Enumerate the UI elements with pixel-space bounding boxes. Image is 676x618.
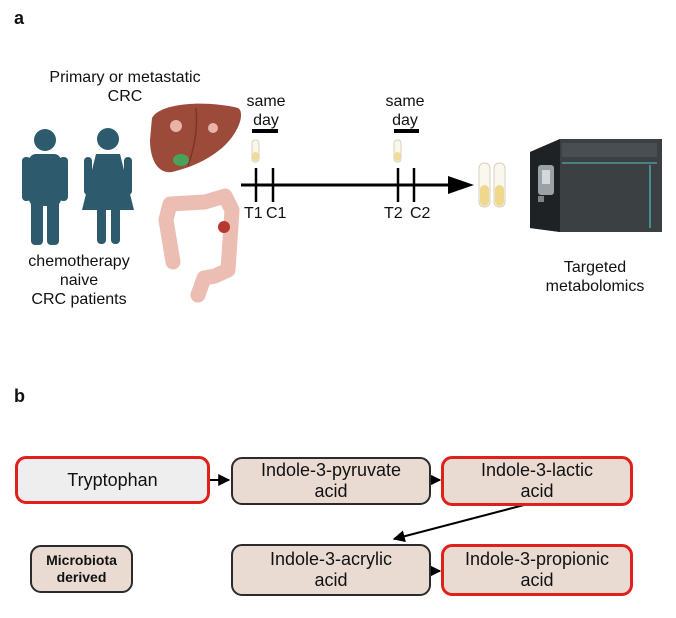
panel-a-label: a xyxy=(14,8,25,28)
node-indole-lactic-line2: acid xyxy=(520,481,554,501)
legend-line2: derived xyxy=(56,569,107,585)
mass-spectrometer-icon xyxy=(530,139,662,232)
same-day-1-line2: day xyxy=(253,112,279,129)
sample-tube-icon-2 xyxy=(393,139,402,163)
cohort-title-line1: Primary or metastatic xyxy=(49,69,201,86)
liver-icon xyxy=(150,103,242,173)
female-patient-icon xyxy=(82,128,134,244)
patients-line1: chemotherapy xyxy=(28,253,130,270)
node-indole-propionic-line2: acid xyxy=(520,570,554,590)
node-indole-lactic-line1: Indole-3-lactic xyxy=(480,460,594,480)
same-day-label-2: same day xyxy=(370,92,440,130)
patients-line2: naive xyxy=(59,272,99,289)
patients-line3: CRC patients xyxy=(31,291,127,308)
legend-microbiota-derived: Microbiota derived xyxy=(30,545,133,593)
timepoint-t1: T1 xyxy=(244,205,263,222)
cohort-title-line2: CRC xyxy=(107,88,143,105)
timepoint-c1: C1 xyxy=(266,205,287,222)
node-indole-lactic: Indole-3-lactic acid xyxy=(441,456,633,506)
node-tryptophan: Tryptophan xyxy=(15,456,210,504)
node-indole-pyruvate-line1: Indole-3-pyruvate xyxy=(260,460,402,480)
analysis-line1: Targeted xyxy=(563,259,627,276)
node-indole-acrylic-line2: acid xyxy=(314,570,348,590)
sample-tube-icon-1 xyxy=(251,139,260,163)
male-patient-icon xyxy=(22,129,68,245)
analysis-line2: metabolomics xyxy=(545,278,645,295)
analysis-caption: Targeted metabolomics xyxy=(520,258,670,296)
node-indole-propionic-line1: Indole-3-propionic xyxy=(464,549,610,569)
same-day-2-line1: same xyxy=(385,93,425,110)
same-day-1-line1: same xyxy=(246,93,286,110)
collected-tubes-icon xyxy=(478,162,506,208)
node-indole-pyruvate: Indole-3-pyruvate acid xyxy=(231,457,431,505)
node-indole-acrylic-line1: Indole-3-acrylic xyxy=(269,549,393,569)
legend-line1: Microbiota xyxy=(46,552,117,568)
node-indole-acrylic: Indole-3-acrylic acid xyxy=(231,544,431,596)
tumor-marker-icon xyxy=(218,221,230,233)
cohort-title: Primary or metastatic CRC xyxy=(20,68,230,106)
node-indole-pyruvate-line2: acid xyxy=(314,481,348,501)
timeline xyxy=(241,129,474,202)
node-tryptophan-label: Tryptophan xyxy=(67,469,158,490)
arrow-lactic-to-acrylic xyxy=(392,504,525,543)
panel-b-label: b xyxy=(14,386,25,406)
colon-icon xyxy=(158,188,240,303)
same-day-2-line2: day xyxy=(392,112,418,129)
patients-caption: chemotherapy naive CRC patients xyxy=(4,252,154,309)
timepoint-c2: C2 xyxy=(410,205,431,222)
node-indole-propionic: Indole-3-propionic acid xyxy=(441,544,633,596)
timepoint-t2: T2 xyxy=(384,205,403,222)
same-day-label-1: same day xyxy=(231,92,301,130)
